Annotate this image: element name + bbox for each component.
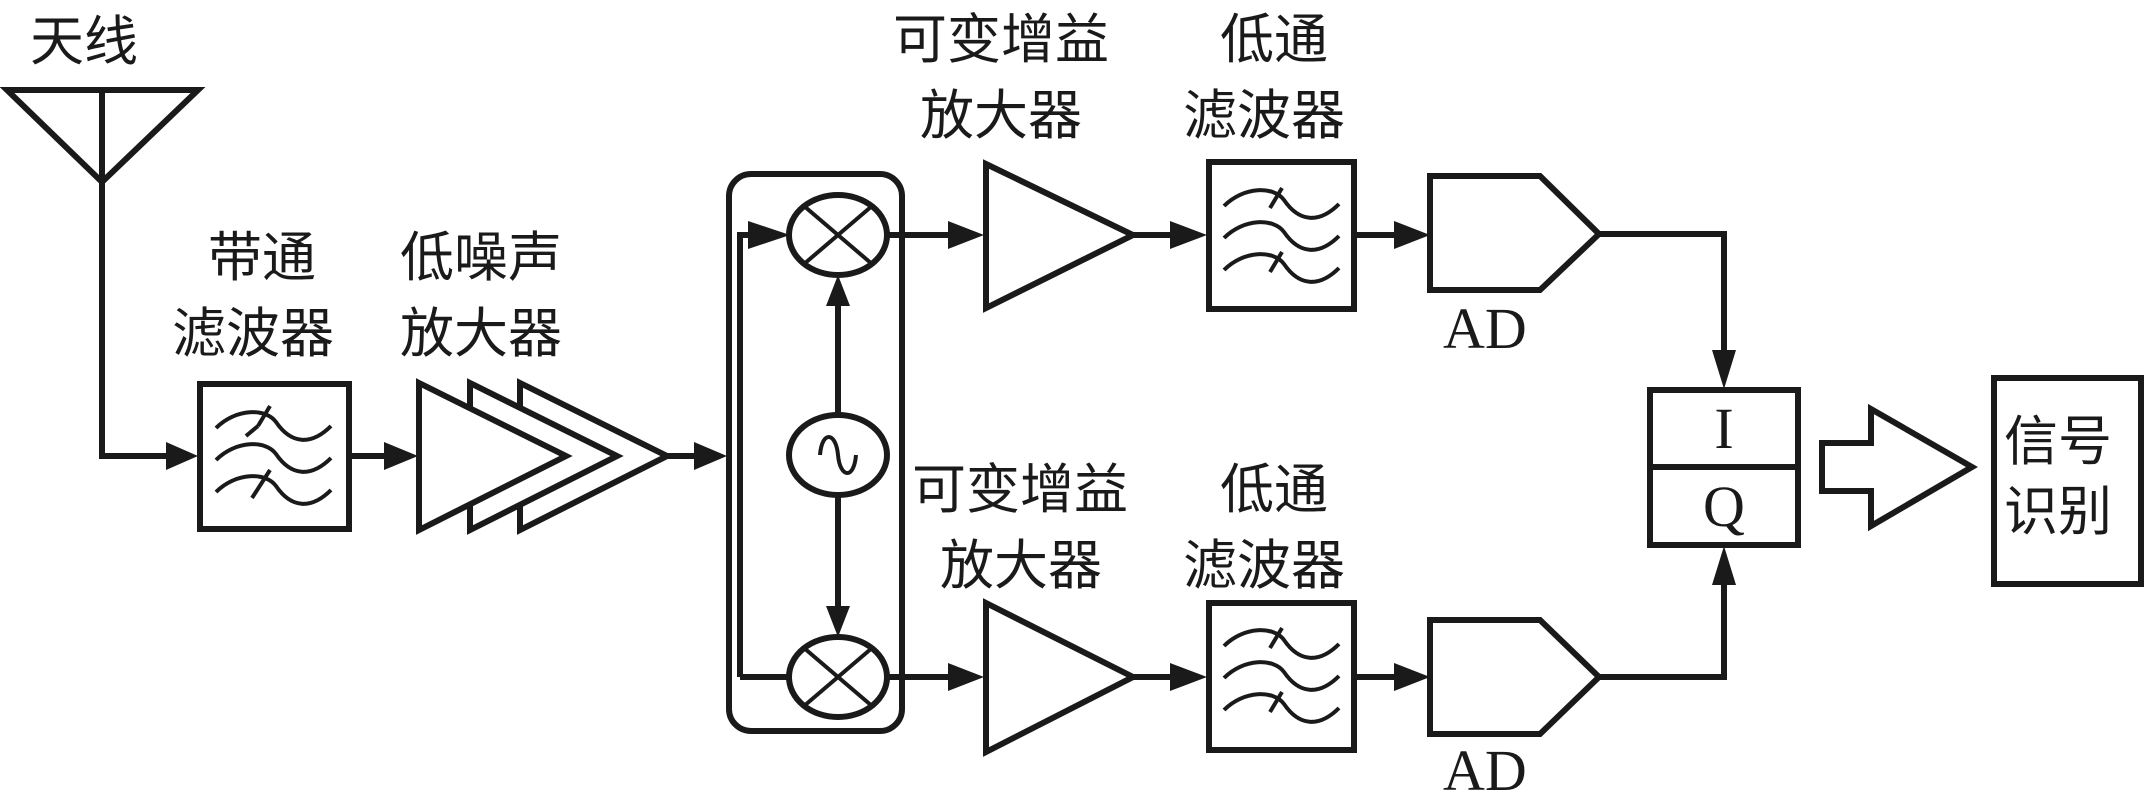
lpf-top: 低通 滤波器 xyxy=(1183,8,1357,312)
bandpass-filter: 带通 滤波器 xyxy=(172,226,352,532)
low-noise-amplifier: 低噪声 放大器 xyxy=(400,226,674,535)
lpf-box xyxy=(1206,159,1357,312)
vga-top-label-line1: 可变增益 xyxy=(893,8,1109,71)
vga-top-label-line2: 放大器 xyxy=(920,84,1082,147)
bpf-label-line1: 带通 xyxy=(208,226,316,289)
wave-filter-icon xyxy=(1222,626,1341,724)
signal-recognition: 信号 识别 xyxy=(1991,375,2144,587)
iq-mixer-group xyxy=(726,171,905,734)
arrow-head xyxy=(166,442,198,470)
vga-bottom: 可变增益 放大器 xyxy=(912,458,1140,757)
lpf-bottom: 低通 滤波器 xyxy=(1183,458,1357,753)
vga-top: 可变增益 放大器 xyxy=(893,8,1140,313)
mixer-enclosure xyxy=(726,171,905,734)
adc-icon xyxy=(1427,173,1604,293)
lpf-box xyxy=(1206,600,1357,753)
lna-label-line2: 放大器 xyxy=(400,302,562,365)
antenna: 天线 xyxy=(0,10,206,187)
iq-block: I Q xyxy=(1647,387,1801,548)
vga-bottom-label-line1: 可变增益 xyxy=(912,458,1128,521)
iq-q-label: Q xyxy=(1703,474,1745,539)
lpf-top-label-line2: 滤波器 xyxy=(1183,84,1345,147)
amplifier-icon xyxy=(983,159,1140,313)
sine-circle-icon xyxy=(786,412,890,498)
amplifier-icon xyxy=(983,598,1140,757)
multiply-circle-icon xyxy=(786,192,890,278)
hollow-arrow-icon xyxy=(1819,403,1978,532)
multiply-circle-icon xyxy=(786,634,890,720)
lpf-top-label-line1: 低通 xyxy=(1220,8,1328,71)
recognition-box xyxy=(1991,375,2144,587)
adc-icon xyxy=(1427,617,1604,737)
recognition-label-line2: 识别 xyxy=(2004,480,2112,543)
iq-i-label: I xyxy=(1714,396,1733,461)
ad-top-label: AD xyxy=(1443,296,1527,361)
recognition-label-line1: 信号 xyxy=(2004,410,2112,473)
antenna-label: 天线 xyxy=(30,10,138,73)
ad-converter-bottom: AD xyxy=(1427,617,1604,793)
amplifier-icon xyxy=(416,378,573,535)
antenna-to-bpf-line xyxy=(99,182,170,459)
lna-label-line1: 低噪声 xyxy=(400,226,562,289)
wave-filter-icon xyxy=(214,404,333,506)
ad-converter-top: AD xyxy=(1427,173,1604,361)
ad-bottom-label: AD xyxy=(1443,738,1527,793)
vga-bottom-label-line2: 放大器 xyxy=(940,534,1102,597)
bpf-label-line2: 滤波器 xyxy=(172,302,334,365)
wave-filter-icon xyxy=(1222,186,1341,284)
lpf-bottom-label-line1: 低通 xyxy=(1220,458,1328,521)
lpf-bottom-label-line2: 滤波器 xyxy=(1183,534,1345,597)
